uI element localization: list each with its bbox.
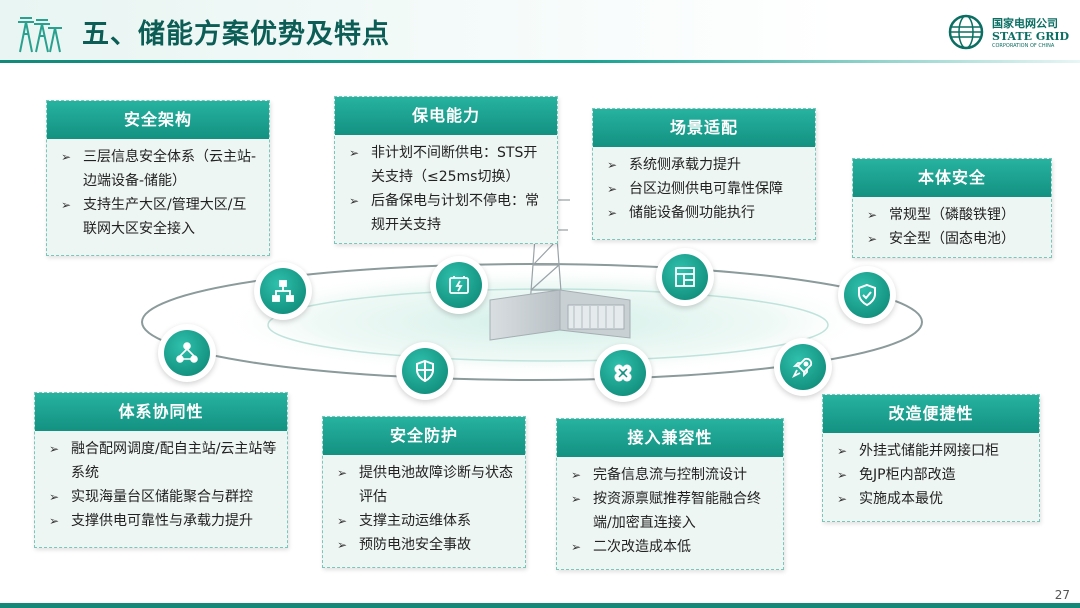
rocket-icon <box>774 338 832 396</box>
energy-storage-cabinets <box>489 289 631 341</box>
list-item: 实施成本最优 <box>837 487 1029 511</box>
battery-icon <box>430 256 488 314</box>
card-title: 接入兼容性 <box>557 419 783 457</box>
orbit-ring-inner <box>267 288 829 362</box>
shield-check-icon <box>838 266 896 324</box>
card-title: 保电能力 <box>335 97 557 135</box>
card-list: 三层信息安全体系（云主站-边端设备-储能） 支持生产大区/管理大区/互联网大区安… <box>47 139 269 249</box>
card-list: 完备信息流与控制流设计 按资源禀赋推荐智能融合终端/加密直连接入 二次改造成本低 <box>557 457 783 567</box>
card-retrofit-convenience: 改造便捷性 外挂式储能并网接口柜 免JP柜内部改造 实施成本最优 <box>822 394 1040 522</box>
card-list: 非计划不间断供电：STS开关支持（≤25ms切换） 后备保电与计划不停电：常规开… <box>335 135 557 245</box>
card-title: 改造便捷性 <box>823 395 1039 433</box>
card-list: 外挂式储能并网接口柜 免JP柜内部改造 实施成本最优 <box>823 433 1039 519</box>
list-item: 按资源禀赋推荐智能融合终端/加密直连接入 <box>571 487 773 535</box>
list-item: 后备保电与计划不停电：常规开关支持 <box>349 189 547 237</box>
list-item: 外挂式储能并网接口柜 <box>837 439 1029 463</box>
page-number: 27 <box>1054 588 1070 602</box>
card-access-compatibility: 接入兼容性 完备信息流与控制流设计 按资源禀赋推荐智能融合终端/加密直连接入 二… <box>556 418 784 570</box>
clover-icon <box>594 344 652 402</box>
page-title: 五、储能方案优势及特点 <box>82 19 390 50</box>
card-list: 常规型（磷酸铁锂） 安全型（固态电池） <box>853 197 1051 259</box>
list-item: 系统侧承载力提升 <box>607 153 805 177</box>
list-item: 储能设备侧功能执行 <box>607 201 805 225</box>
list-item: 支撑供电可靠性与承载力提升 <box>49 509 277 533</box>
card-title: 场景适配 <box>593 109 815 147</box>
list-item: 支持生产大区/管理大区/互联网大区安全接入 <box>61 193 259 241</box>
list-item: 安全型（固态电池） <box>867 227 1041 251</box>
card-title: 本体安全 <box>853 159 1051 197</box>
list-item: 常规型（磷酸铁锂） <box>867 203 1041 227</box>
card-title: 安全架构 <box>47 101 269 139</box>
card-list: 系统侧承载力提升 台区边侧供电可靠性保障 储能设备侧功能执行 <box>593 147 815 233</box>
card-list: 融合配网调度/配自主站/云主站等系统 实现海量台区储能聚合与群控 支撑供电可靠性… <box>35 431 287 541</box>
list-item: 提供电池故障诊断与状态评估 <box>337 461 515 509</box>
list-item: 免JP柜内部改造 <box>837 463 1029 487</box>
card-scenario-fit: 场景适配 系统侧承载力提升 台区边侧供电可靠性保障 储能设备侧功能执行 <box>592 108 816 240</box>
header-line <box>0 60 1080 63</box>
company-name-en: STATE GRID <box>992 30 1070 43</box>
list-item: 完备信息流与控制流设计 <box>571 463 773 487</box>
header: 五、储能方案优势及特点 国家电网公司 STATE GRID CORPORATIO… <box>0 0 1080 66</box>
card-list: 提供电池故障诊断与状态评估 支撑主动运维体系 预防电池安全事故 <box>323 455 525 565</box>
orbit-ring <box>141 263 923 381</box>
layout-icon <box>656 248 714 306</box>
company-name-en-sub: CORPORATION OF CHINA <box>992 43 1055 49</box>
triangle-nodes-icon <box>158 324 216 382</box>
list-item: 支撑主动运维体系 <box>337 509 515 533</box>
list-item: 融合配网调度/配自主站/云主站等系统 <box>49 437 277 485</box>
card-system-synergy: 体系协同性 融合配网调度/配自主站/云主站等系统 实现海量台区储能聚合与群控 支… <box>34 392 288 548</box>
tower-logo-icon <box>18 17 62 53</box>
header-band <box>0 0 840 62</box>
list-item: 实现海量台区储能聚合与群控 <box>49 485 277 509</box>
list-item: 二次改造成本低 <box>571 535 773 559</box>
card-power-supply: 保电能力 非计划不间断供电：STS开关支持（≤25ms切换） 后备保电与计划不停… <box>334 96 558 244</box>
company-name-cn: 国家电网公司 <box>992 17 1058 30</box>
list-item: 预防电池安全事故 <box>337 533 515 557</box>
network-icon <box>254 262 312 320</box>
list-item: 台区边侧供电可靠性保障 <box>607 177 805 201</box>
list-item: 三层信息安全体系（云主站-边端设备-储能） <box>61 145 259 193</box>
card-safety-protection: 安全防护 提供电池故障诊断与状态评估 支撑主动运维体系 预防电池安全事故 <box>322 416 526 568</box>
card-body-safety: 本体安全 常规型（磷酸铁锂） 安全型（固态电池） <box>852 158 1052 258</box>
shield-icon <box>396 342 454 400</box>
list-item: 非计划不间断供电：STS开关支持（≤25ms切换） <box>349 141 547 189</box>
state-grid-logo-icon <box>948 14 984 50</box>
card-title: 体系协同性 <box>35 393 287 431</box>
bottom-line <box>0 603 1080 608</box>
card-title: 安全防护 <box>323 417 525 455</box>
card-security-architecture: 安全架构 三层信息安全体系（云主站-边端设备-储能） 支持生产大区/管理大区/互… <box>46 100 270 256</box>
